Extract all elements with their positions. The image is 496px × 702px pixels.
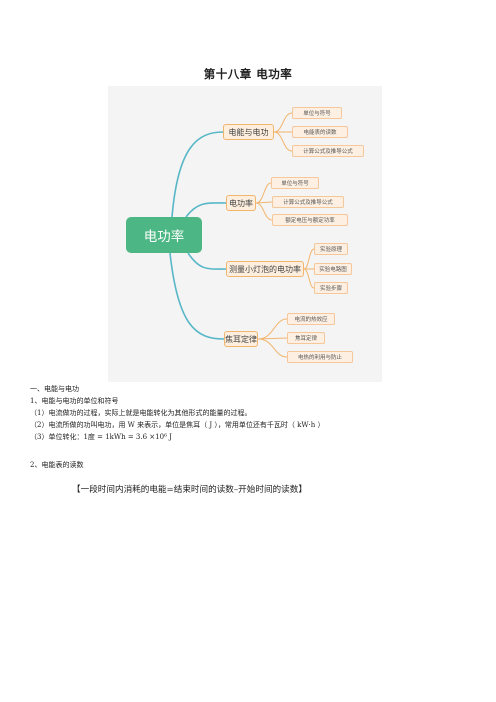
subsection-heading-1: 1、电能与电功的单位和符号 (30, 397, 119, 405)
connector-root-b1 (171, 131, 224, 218)
branch-joule-law: 焦耳定律 (224, 331, 258, 347)
subsection-heading-2: 2、电能表的读数 (30, 461, 84, 469)
section-heading-1: 一、电能与电功 (30, 385, 79, 393)
paragraph-1: （1）电流做功的过程，实际上就是电能转化为其他形式的能量的过程。 (30, 409, 252, 417)
mind-map-connectors (169, 112, 315, 358)
leaf-exp-steps: 实验步骤 (314, 282, 348, 294)
leaf-formula-2: 计算公式及推导公式 (272, 196, 344, 208)
leaf-unit-symbol-2: 单位与符号 (271, 177, 319, 189)
leaf-meter-reading: 电能表的读数 (292, 126, 348, 138)
branch-electric-power: 电功率 (226, 195, 256, 211)
leaf-heat-usage: 电热的利用与防止 (287, 351, 353, 363)
branch-bulb-measurement: 测量小灯泡的电功率 (226, 261, 304, 277)
branch-electric-energy: 电能与电功 (223, 124, 274, 140)
connector-root-b4 (169, 252, 225, 340)
mind-map: 电功率 电能与电功 单位与符号 电能表的读数 计算公式及推导公式 电功率 单位与… (108, 86, 382, 382)
leaf-unit-symbol-1: 单位与符号 (292, 107, 342, 119)
paragraph-3: （3）单位转化：1度 = 1kWh = 3.6 ×10⁶ J (30, 433, 172, 441)
leaf-formula-1: 计算公式及推导公式 (292, 145, 364, 157)
leaf-rated-values: 额定电压与额定功率 (272, 214, 348, 226)
leaf-exp-circuit: 实验电路图 (314, 263, 352, 275)
mindmap-root: 电功率 (126, 217, 202, 253)
leaf-heat-effect: 电流的热效应 (287, 313, 335, 325)
leaf-joule-law: 焦耳定律 (287, 332, 325, 344)
paragraph-2: （2）电流所做的功叫电功，用 W 来表示，单位是焦耳（ J ），常用单位还有千瓦… (30, 421, 325, 429)
key-point: 【一段时间内消耗的电能=结束时间的读数–开始时间的读数】 (72, 485, 307, 495)
connector-root-b3 (187, 252, 227, 270)
connector-root-b2 (185, 202, 227, 218)
page-title: 第十八章 电功率 (203, 67, 293, 81)
leaf-exp-principle: 实验原理 (314, 243, 348, 255)
